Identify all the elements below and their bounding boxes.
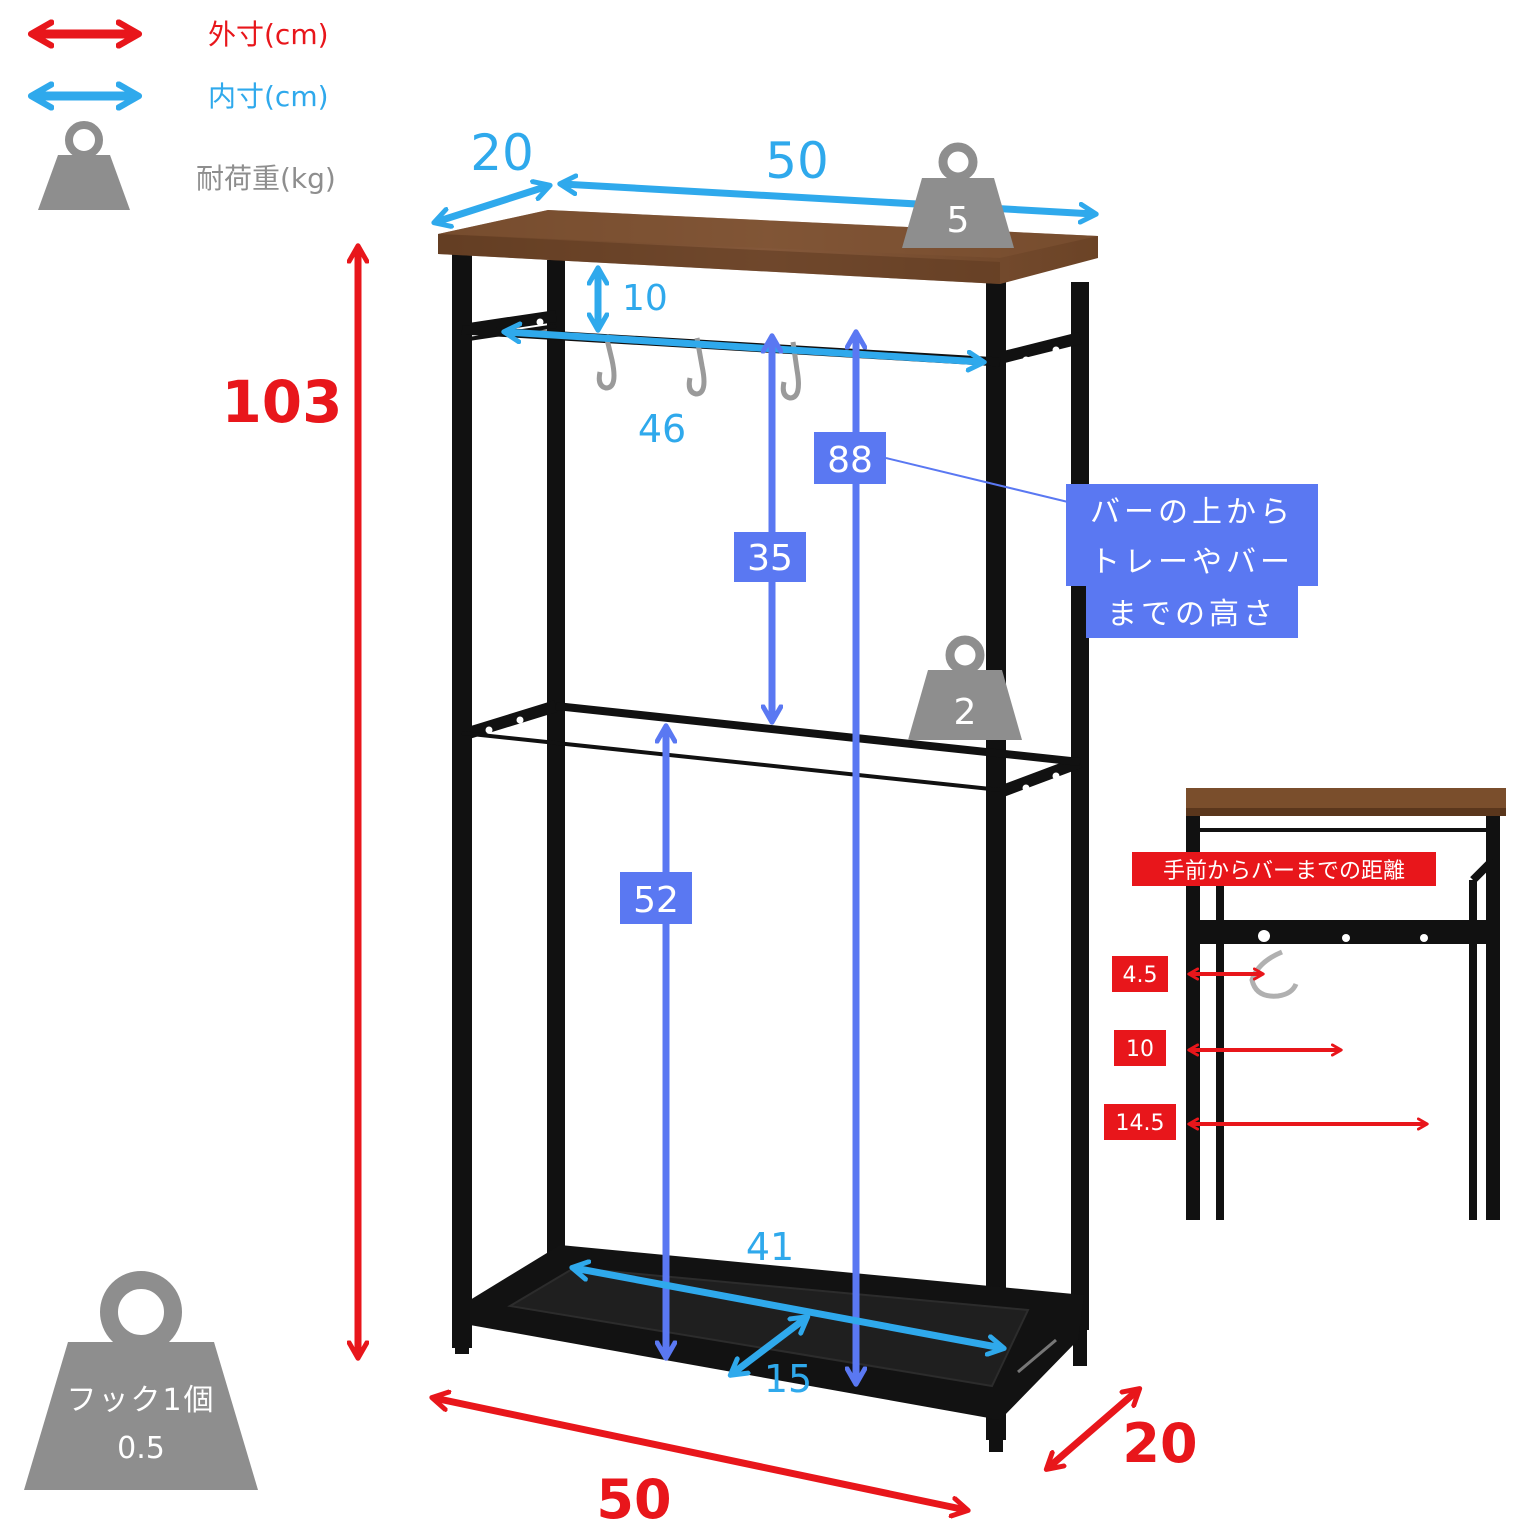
note-leader-line (885, 457, 1069, 503)
note-line-1: バーの上から (1090, 495, 1294, 530)
total-height-value: 103 (221, 368, 342, 436)
note-line-3: までの高さ (1107, 597, 1277, 632)
middle-to-tray-value: 52 (633, 880, 679, 921)
detail-distance-1-box (1112, 956, 1168, 992)
rack-frame (452, 254, 1089, 1452)
base-depth-arrow (1048, 1390, 1138, 1468)
middle-load-value: 2 (954, 692, 977, 733)
tray-depth-arrow (732, 1318, 806, 1374)
detail-distance-2: 10 (1126, 1037, 1154, 1062)
hook-load-value: 0.5 (117, 1431, 165, 1466)
bar-to-middle-label-box (734, 532, 806, 582)
hook-load-weight-icon (24, 1271, 258, 1490)
top-width-value: 50 (765, 132, 829, 190)
middle-load-weight-icon (908, 635, 1022, 740)
base-depth-value: 20 (1122, 1412, 1197, 1475)
legend-load-label: 耐荷重(kg) (196, 162, 336, 195)
weight-icon (38, 121, 130, 210)
base-width-arrow (434, 1398, 966, 1510)
legend: 外寸(cm) 内寸(cm) 耐荷重(kg) (34, 18, 336, 210)
note-callout: バーの上から トレーやバー までの高さ (1066, 484, 1318, 638)
base-width-value: 50 (596, 1468, 671, 1531)
detail-title: 手前からバーまでの距離 (1163, 859, 1405, 884)
detail-distance-3-box (1104, 1104, 1176, 1140)
top-load-weight-icon (902, 142, 1014, 248)
top-load-value: 5 (947, 200, 970, 241)
detail-distance-2-box (1114, 1030, 1166, 1066)
top-depth-value: 20 (470, 124, 534, 182)
bar-width-arrow (506, 332, 982, 362)
bar-gap-value: 10 (622, 278, 668, 319)
top-depth-arrow (436, 186, 548, 222)
detail-distance-3: 14.5 (1116, 1111, 1165, 1136)
bar-to-tray-label-box (814, 432, 886, 484)
legend-inner-label: 内寸(cm) (208, 80, 329, 113)
bar-to-middle-value: 35 (747, 538, 793, 579)
legend-outer-label: 外寸(cm) (208, 18, 329, 51)
bar-to-tray-value: 88 (827, 440, 873, 481)
middle-to-tray-label-box (620, 872, 692, 924)
tray-width-value: 41 (746, 1225, 794, 1269)
top-width-arrow (562, 184, 1094, 214)
tray-width-arrow (574, 1268, 1002, 1348)
detail-title-box (1132, 852, 1436, 886)
bar-width-value: 46 (638, 407, 686, 451)
note-line-2: トレーやバー (1090, 545, 1294, 580)
tray-depth-value: 15 (764, 1357, 812, 1401)
detail-distance-1: 4.5 (1123, 963, 1158, 988)
hook-load-label: フック1個 (66, 1383, 215, 1418)
